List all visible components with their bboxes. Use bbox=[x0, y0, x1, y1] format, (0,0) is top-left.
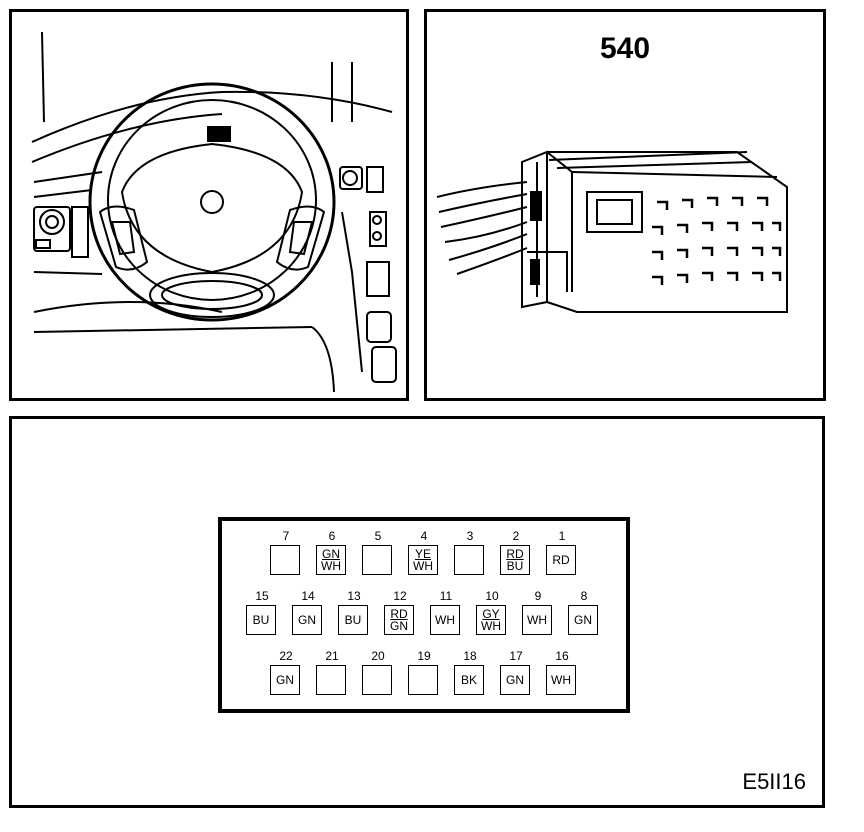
connector-drawing bbox=[436, 150, 788, 313]
pin-number: 16 bbox=[555, 649, 569, 663]
wire-color: GN bbox=[298, 613, 316, 627]
wire-color: RD bbox=[390, 607, 408, 621]
figure-code: E5II16 bbox=[742, 769, 806, 794]
pin-number: 17 bbox=[509, 649, 523, 663]
wire-color: RD bbox=[552, 553, 570, 567]
pin-number: 10 bbox=[485, 589, 499, 603]
pin-socket bbox=[362, 545, 392, 575]
wire-color: WH bbox=[435, 613, 455, 627]
pin-socket: GN bbox=[292, 605, 322, 635]
pin-socket bbox=[270, 545, 300, 575]
wire-color: BU bbox=[344, 613, 362, 627]
pin-socket: RD bbox=[546, 545, 576, 575]
pin-5: 5 bbox=[362, 529, 394, 577]
pin-socket: WH bbox=[546, 665, 576, 695]
wire-color: WH bbox=[551, 673, 571, 687]
pin-number: 13 bbox=[347, 589, 361, 603]
pin-socket bbox=[454, 545, 484, 575]
wire-color: WH bbox=[527, 613, 547, 627]
pin-socket: BU bbox=[246, 605, 276, 635]
pin-number: 2 bbox=[512, 529, 520, 543]
steering-wheel-drawing bbox=[31, 31, 397, 393]
pin-number: 22 bbox=[279, 649, 293, 663]
pin-socket: GN bbox=[568, 605, 598, 635]
pin-3: 3 bbox=[454, 529, 486, 577]
wire-color: BK bbox=[460, 673, 477, 687]
pin-number: 7 bbox=[282, 529, 290, 543]
wire-color: GN bbox=[390, 619, 408, 633]
pin-socket: BU bbox=[338, 605, 368, 635]
pin-socket: GN bbox=[500, 665, 530, 695]
pin-20: 20 bbox=[362, 649, 394, 697]
pin-number: 14 bbox=[301, 589, 315, 603]
pin-number: 8 bbox=[580, 589, 588, 603]
pin-number: 21 bbox=[325, 649, 339, 663]
pin-socket: BK bbox=[454, 665, 484, 695]
pin-number: 18 bbox=[463, 649, 477, 663]
pin-7: 7 bbox=[270, 529, 302, 577]
pin-number: 4 bbox=[420, 529, 428, 543]
pin-socket bbox=[408, 665, 438, 695]
pin-socket: WH bbox=[430, 605, 460, 635]
wire-color: YE bbox=[414, 547, 431, 561]
pin-socket: GN bbox=[270, 665, 300, 695]
wire-color: GN bbox=[276, 673, 294, 687]
wire-color: WH bbox=[321, 559, 341, 573]
wire-color: BU bbox=[506, 559, 524, 573]
pin-number: 1 bbox=[558, 529, 566, 543]
wire-color: GN bbox=[574, 613, 592, 627]
pin-number: 12 bbox=[393, 589, 407, 603]
pin-socket bbox=[362, 665, 392, 695]
wire-color: GN bbox=[506, 673, 524, 687]
wire-color: BU bbox=[252, 613, 270, 627]
pin-number: 9 bbox=[534, 589, 542, 603]
pin-number: 20 bbox=[371, 649, 385, 663]
pin-number: 6 bbox=[328, 529, 336, 543]
wire-color: WH bbox=[413, 559, 433, 573]
pin-socket: WH bbox=[522, 605, 552, 635]
dashboard-illustration bbox=[9, 9, 409, 401]
pin-number: 19 bbox=[417, 649, 431, 663]
pin-number: 3 bbox=[466, 529, 474, 543]
pin-21: 21 bbox=[316, 649, 348, 697]
wire-color: GY bbox=[482, 607, 500, 621]
wire-color: RD bbox=[506, 547, 524, 561]
pin-socket bbox=[316, 665, 346, 695]
pin-19: 19 bbox=[408, 649, 440, 697]
pin-number: 11 bbox=[439, 589, 453, 603]
pin-number: 15 bbox=[255, 589, 269, 603]
connector-number: 540 bbox=[599, 32, 651, 65]
pin-number: 5 bbox=[374, 529, 382, 543]
wire-color: GN bbox=[322, 547, 340, 561]
connector-illustration: 540 bbox=[424, 9, 826, 401]
wire-color: WH bbox=[481, 619, 501, 633]
